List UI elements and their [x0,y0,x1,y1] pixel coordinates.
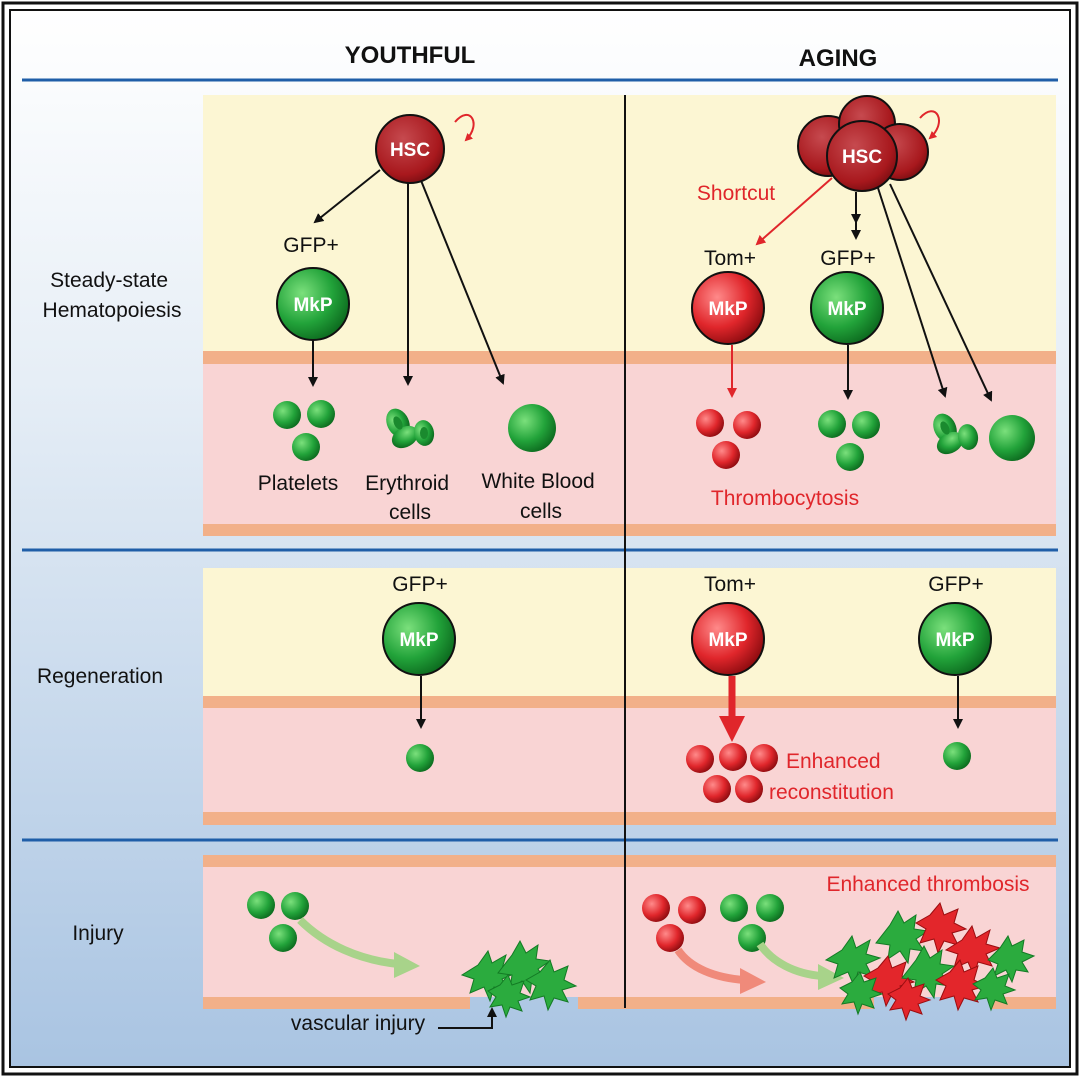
flow-arrow-green [297,917,399,968]
svg-text:MkP: MkP [708,299,747,320]
mkp-cell-gfp-youthful-regen: MkP [382,602,456,676]
self-renewal-arrow-aging [919,110,940,140]
white-blood-cell-green-aging [989,415,1035,461]
mkp-cell-gfp-aging-regen: MkP [918,602,992,676]
platelets-green-aging [818,410,880,471]
aging-regeneration: Tom+ MkP Enhanced reconstitution GFP+ Mk… [686,573,992,804]
svg-text:MkP: MkP [827,299,866,320]
platelets-green-injury [247,891,309,952]
marker-gfp-aging-steady: GFP+ [820,247,875,270]
steady-state-bands [203,95,1056,536]
marker-tom-aging-steady: Tom+ [704,247,756,270]
vessel-wall-left [203,997,470,1009]
svg-text:MkP: MkP [399,630,438,651]
row-label-injury: Injury [72,922,124,945]
marker-gfp-aging-regen: GFP+ [928,573,983,596]
arrow-hsc-to-mkp [313,169,381,224]
label-thrombocytosis: Thrombocytosis [711,487,859,510]
vessel-wall-right [990,997,1056,1009]
platelet-regen-aging-gfp [943,742,971,770]
header-youthful: YOUTHFUL [345,42,476,69]
marker-gfp-youthful-steady: GFP+ [283,234,338,257]
mkp-cell-gfp-aging-steady: MkP [810,271,884,345]
label-vascular-injury: vascular injury [291,1012,426,1035]
youthful-steady-state: HSC GFP+ MkP Platelets Erythroid cel [258,114,600,524]
erythroid-cells-green-aging [933,413,979,455]
arrow-shortcut [755,177,833,246]
label-shortcut: Shortcut [697,182,775,205]
svg-text:MkP: MkP [293,295,332,316]
hsc-cell-youthful: HSC [375,114,445,184]
label-platelets: Platelets [258,472,339,495]
marker-tom-aging-regen: Tom+ [704,573,756,596]
marker-gfp-youthful-regen: GFP+ [392,573,447,596]
white-blood-cell-green [508,404,556,452]
svg-text:HSC: HSC [842,147,882,168]
self-renewal-arrow [454,114,475,142]
svg-text:HSC: HSC [390,140,430,161]
youthful-regeneration: GFP+ MkP [382,573,456,772]
mkp-cell-tom-aging-steady: MkP [691,271,765,345]
regeneration-bands [203,568,1056,825]
platelets-green-injury-aging [720,894,784,952]
inner-frame [9,9,1071,1068]
mkp-cell-gfp-youthful-steady: MkP [276,267,350,341]
youthful-injury: vascular injury [247,891,578,1035]
svg-text:MkP: MkP [935,630,974,651]
platelets-red-regen [686,743,778,803]
svg-text:MkP: MkP [708,630,747,651]
row-label-regeneration: Regeneration [37,665,163,688]
hsc-cluster-aging: HSC [797,95,929,192]
label-enhanced-thrombosis: Enhanced thrombosis [826,873,1029,896]
aging-steady-state: HSC Shortcut Tom+ MkP GFP+ MkP [691,95,1035,510]
clot-green-youthful [460,939,578,1019]
label-erythroid-cells: Erythroid cells [365,472,455,524]
flow-arrow-red [674,947,746,984]
platelets-red-injury [642,894,706,952]
arrow-hsc-to-wbc-aging [889,183,993,402]
header-aging: AGING [799,45,878,72]
arrow-vascular-injury [438,1007,497,1029]
erythroid-cells-green [386,408,435,449]
platelets-red [696,409,761,469]
mkp-cell-tom-aging-regen: MkP [691,602,765,676]
platelets-green [273,400,335,461]
vessel-wall-middle [578,997,874,1009]
arrow-hsc-to-wbc [419,177,505,385]
platelet-regen-youthful [406,744,434,772]
row-label-steady-state: Steady-state Hematopoiesis [43,269,182,322]
clot-mixed-aging [824,901,1036,1022]
label-enhanced-reconstitution: Enhanced reconstitution [769,750,894,804]
label-white-blood-cells: White Blood cells [481,470,600,523]
flow-arrow-green-aging [756,941,823,980]
thick-arrow-head [719,716,745,742]
arrow-hsc-to-erythroid-aging [877,187,948,398]
aging-injury: Enhanced thrombosis [642,873,1036,1022]
